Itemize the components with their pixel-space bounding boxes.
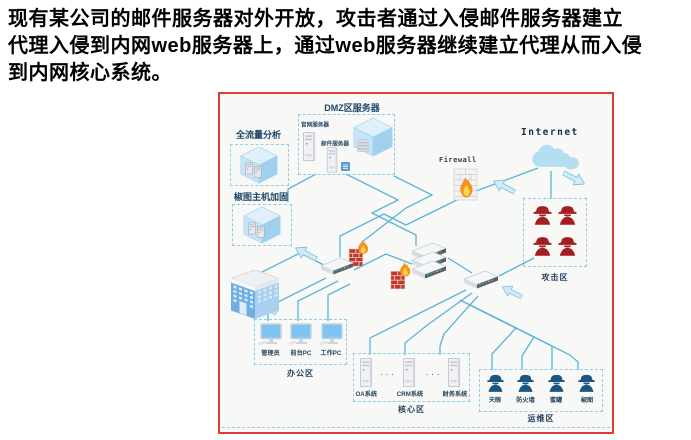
office-pc: 工作PC — [317, 323, 344, 358]
ops-tool: 防火墙 — [515, 373, 536, 405]
cube-server-icon — [240, 146, 278, 184]
system-label: OA系统 — [355, 391, 378, 398]
attack-zone-box — [523, 198, 587, 267]
traffic-analysis-box — [230, 144, 289, 186]
connection-lines-layer — [261, 167, 579, 370]
office-pc: 前台PC — [287, 323, 313, 358]
scenario-line: 现有某公司的邮件服务器对外开放，攻击者通过入侵邮件服务器建立 — [8, 8, 623, 30]
mail-server-icon — [326, 147, 338, 173]
internet-label: Internet — [521, 127, 579, 138]
host-hardening-box — [232, 204, 292, 246]
ops-zone-label: 运维区 — [527, 414, 555, 423]
firewall-label: Firewall — [439, 156, 477, 164]
scenario-line: 到内网核心系统。 — [8, 62, 172, 84]
tool-label: 天眼 — [489, 397, 502, 404]
office-zone-label: 办公区 — [287, 369, 314, 378]
system-label: CRM系统 — [396, 391, 423, 398]
attacker-icon — [558, 206, 577, 225]
pc-label: 前台PC — [290, 350, 311, 357]
switch-icon — [320, 257, 354, 275]
dmz-zone-box: 官网服务器 邮件服务器 — [298, 114, 395, 175]
ops-zone-box: 天眼 防火墙 蜜罐 椒图 — [479, 369, 603, 412]
attacker-icon — [558, 236, 577, 256]
cube-server-icon — [243, 206, 281, 244]
ellipsis: · · · — [379, 369, 394, 379]
menu-icon — [341, 162, 350, 171]
scenario-line: 代理入侵到内网web服务器上，通过web服务器继续建立代理从而入侵 — [8, 35, 643, 57]
pc-label: 工作PC — [320, 350, 342, 357]
network-diagram: DMZ区服务器 官网服务器 邮件服务器 全流量分析 椒图主机加固 — [218, 92, 614, 434]
firewall-wall-icon — [453, 168, 478, 201]
traffic-analysis-label: 全流量分析 — [236, 130, 282, 140]
web-server-icon — [302, 131, 316, 162]
tower-server-icon — [447, 357, 461, 388]
dmz-zone-title: DMZ区服务器 — [324, 103, 380, 113]
core-system: 财务系统 — [441, 357, 469, 399]
cloud-icon — [532, 144, 579, 170]
switch-icon — [463, 270, 499, 289]
scenario-text: 现有某公司的邮件服务器对外开放，攻击者通过入侵邮件服务器建立 代理入侵到内网we… — [8, 6, 686, 87]
ops-tool: 蜜罐 — [546, 373, 567, 405]
dmz-server-cube-icon — [353, 117, 393, 157]
bottom-boundary-line — [222, 427, 610, 428]
ops-agent-icon — [547, 374, 565, 392]
office-zone-box: 管理员 前台PC 工作PC — [254, 319, 347, 365]
attack-zone-label: 攻击区 — [541, 273, 569, 282]
tool-label: 椒图 — [580, 397, 593, 404]
attacker-icon — [533, 236, 552, 256]
firewall-flame-icon — [390, 262, 411, 290]
ops-agent-icon — [517, 374, 535, 392]
pc-label: 管理员 — [260, 350, 280, 357]
office-pc: 管理员 — [257, 323, 283, 358]
mail-server-label: 邮件服务器 — [321, 141, 349, 148]
core-system: CRM系统 — [395, 357, 425, 399]
office-building-icon — [231, 270, 279, 319]
system-label: 财务系统 — [442, 391, 467, 398]
ellipsis: · · · — [425, 369, 440, 379]
tool-label: 防火墙 — [516, 397, 535, 404]
ops-agent-icon — [486, 374, 504, 392]
ops-agent-icon — [578, 374, 596, 392]
core-zone-label: 核心区 — [398, 405, 425, 414]
stacked-switch-icon — [411, 242, 447, 279]
ops-tool: 椒图 — [576, 373, 597, 405]
monitor-icon — [317, 323, 343, 347]
web-server-label: 官网服务器 — [301, 122, 329, 129]
host-hardening-label: 椒图主机加固 — [234, 192, 289, 202]
core-zone-box: OA系统 · · · CRM系统 · · · 财务系统 — [353, 353, 470, 402]
core-system: OA系统 — [354, 357, 379, 399]
ops-tool: 天眼 — [485, 373, 506, 405]
tool-label: 蜜罐 — [550, 397, 563, 404]
monitor-icon — [257, 323, 282, 347]
monitor-icon — [287, 323, 313, 347]
tower-server-icon — [403, 357, 416, 388]
tower-server-icon — [360, 357, 373, 388]
attacker-icon — [533, 206, 552, 225]
